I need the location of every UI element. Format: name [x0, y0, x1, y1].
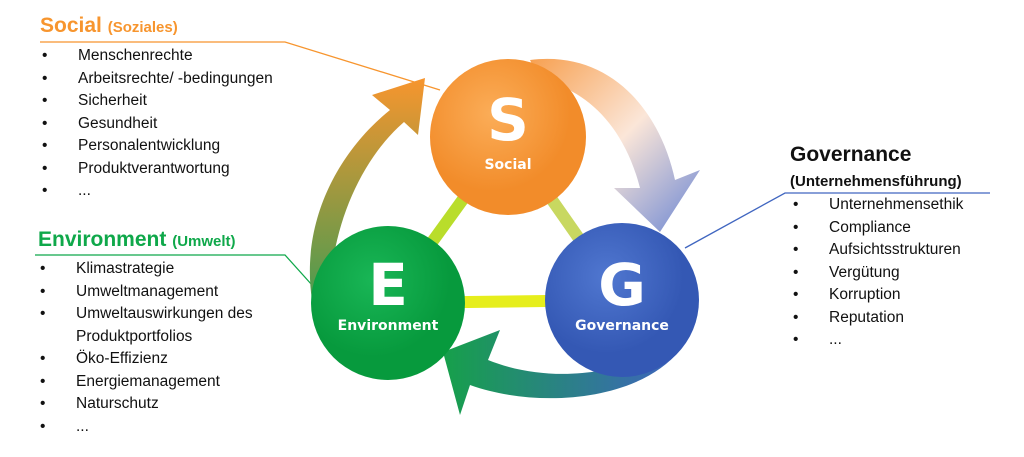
list-item: ...: [793, 329, 963, 352]
governance-title: Governance: [790, 143, 912, 166]
list-item: Umweltmanagement: [40, 281, 276, 304]
list-item: ...: [40, 416, 276, 439]
environment-subtitle: (Umwelt): [172, 233, 236, 250]
social-circle: [430, 59, 586, 215]
list-item: Personalentwicklung: [42, 135, 273, 158]
list-item: Energiemanagement: [40, 371, 276, 394]
s-label: Social: [484, 157, 531, 173]
environment-circle: [311, 226, 465, 380]
list-item: Vergütung: [793, 262, 963, 285]
social-subtitle: (Soziales): [107, 19, 178, 36]
list-item: Öko-Effizienz: [40, 348, 276, 371]
list-item: Unternehmensethik: [793, 194, 963, 217]
governance-circle: [545, 223, 699, 377]
list-item: Aufsichtsstrukturen: [793, 239, 963, 262]
g-label: Governance: [575, 318, 669, 334]
list-item: Sicherheit: [42, 90, 273, 113]
environment-list: Klimastrategie Umweltmanagement Umweltau…: [40, 258, 276, 438]
environment-connector-line: [35, 254, 313, 286]
social-list: Menschenrechte Arbeitsrechte/ -bedingung…: [42, 45, 273, 203]
list-item: Compliance: [793, 217, 963, 240]
e-label: Environment: [338, 318, 439, 334]
social-heading: Social (Soziales): [40, 14, 178, 38]
environment-heading: Environment (Umwelt): [38, 228, 236, 252]
list-item: Arbeitsrechte/ -bedingungen: [42, 68, 273, 91]
list-item: Produktverantwortung: [42, 158, 273, 181]
e-letter: E: [368, 251, 408, 319]
environment-title: Environment: [38, 228, 167, 251]
arrow-s-to-g: [530, 58, 700, 232]
list-item: Menschenrechte: [42, 45, 273, 68]
list-item: Naturschutz: [40, 393, 276, 416]
social-connector-line: [40, 41, 441, 91]
list-item: Korruption: [793, 284, 963, 307]
governance-connector-line: [684, 192, 990, 249]
list-item: Gesundheit: [42, 113, 273, 136]
social-title: Social: [40, 14, 102, 37]
g-letter: G: [598, 251, 646, 319]
s-letter: S: [487, 86, 529, 154]
list-item: Umweltauswirkungen des Produktportfolios: [40, 303, 276, 348]
list-item: ...: [42, 180, 273, 203]
governance-subtitle: (Unternehmensführung): [790, 173, 962, 190]
governance-list: Unternehmensethik Compliance Aufsichtsst…: [793, 194, 963, 352]
list-item: Reputation: [793, 307, 963, 330]
list-item: Klimastrategie: [40, 258, 276, 281]
